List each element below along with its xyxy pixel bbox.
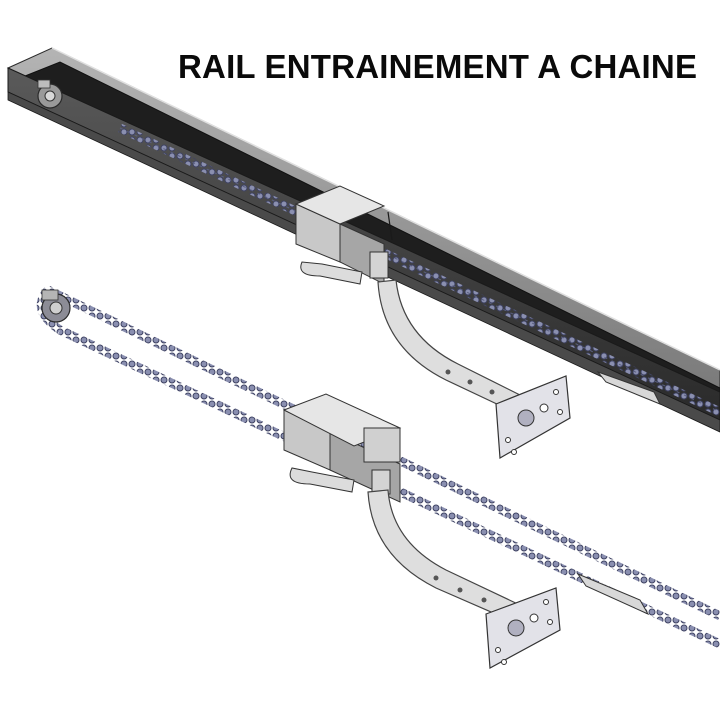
lower-lever [576,572,650,616]
lower-bracket [485,587,561,669]
chain-assembly [36,285,720,669]
lower-carriage [282,393,402,503]
rail-assembly [6,47,720,459]
page-title: RAIL ENTRAINEMENT A CHAINE [178,48,698,85]
upper-lever [596,370,662,405]
rail-sprocket [37,79,63,109]
upper-carriage [294,185,389,285]
rail-edge-highlight [51,47,720,371]
rail-chain-links [119,127,720,413]
upper-bracket [495,375,571,459]
rail-joint [387,211,393,241]
chain-sprocket [41,289,71,323]
